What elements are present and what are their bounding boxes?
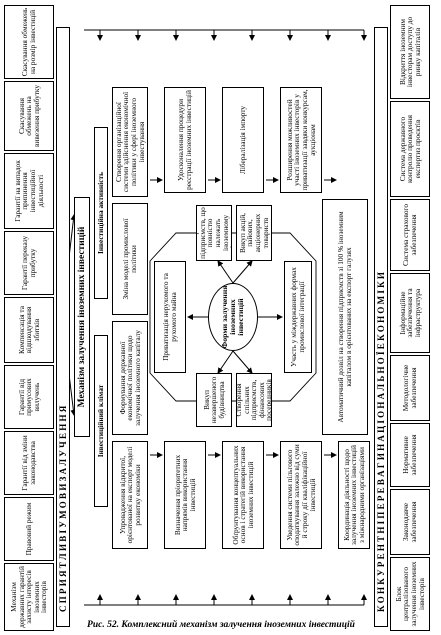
favorable-conditions-label: С П Р И Я Т Л И В І У М О В И З А Л У Ч … — [58, 405, 68, 612]
share-buyout-box: Викуп акцій, пайових, акціонерних товари… — [236, 205, 272, 261]
investment-activity-box: Інвестиційна активність — [94, 127, 108, 299]
privatization-participation-box: Розширення можливостей участі іноземних … — [280, 87, 322, 193]
unfinished-construction-box: Викуп незавершеного будівництва — [196, 373, 232, 427]
import-liberalization-box: Лібералізація імпорту — [222, 87, 264, 193]
guarantee-profit-export-box: Скасування обмежень на вивезення прибутк… — [4, 81, 54, 151]
figure-caption: Рис. 52. Комплексний механізм залучення … — [14, 620, 428, 633]
guarantee-termination-box: Гарантії на випадок припинення інвестиці… — [4, 153, 54, 229]
tax-incentives-box: Уведення системи пільгового оподаткуванн… — [280, 441, 322, 549]
guarantee-legal-regime-box: Правовий режим — [4, 497, 54, 561]
guarantee-compensation-box: Компенсація та відшкодування збитків — [4, 297, 54, 363]
measure-state-control-box: Система державного контролю проведення е… — [390, 101, 430, 197]
measure-capital-market-box: Відкриття іноземним інвесторам доступу д… — [390, 5, 430, 99]
privatization-box: Приватизація нерухомого та рухомого майн… — [154, 261, 186, 373]
competitive-advantages-band: К О Н К У Р Е Н Т Н І П Е Р Е В А Г И Н … — [374, 27, 388, 627]
forms-center-ellipse: Форми залучення іноземних інвестицій — [208, 283, 258, 351]
caption-prefix: Рис. 52. — [87, 620, 119, 630]
guarantee-profit-transfer-box: Гарантії переказу прибутку — [4, 231, 54, 295]
caption-text: Комплексний механізм залучення іноземних… — [121, 620, 355, 630]
measure-legislative-box: Законодавче забезпечення — [390, 489, 430, 555]
integration-box: Участь у міждержавних формах промислової… — [284, 261, 312, 373]
wholly-owned-box: Створення підприємств, що повністю належ… — [196, 205, 232, 261]
joint-ventures-box: Створення спільних підприємств, фінансов… — [236, 373, 272, 427]
industrial-policy-box: Зміна моделі промислової політики — [112, 203, 148, 315]
registration-procedure-box: Удосконалення процедури реєстрації інозе… — [164, 87, 206, 193]
guarantee-seizure-box: Гарантії від примусових вилучень — [4, 365, 54, 429]
measure-methodological-box: Методологічне забезпечення — [390, 355, 430, 421]
measure-normative-box: Нормативне забезпечення — [390, 423, 430, 487]
state-policy-box: Формування державної економічної політик… — [112, 321, 148, 435]
automatic-permit-box: Автоматичний дозвіл на створення підприє… — [322, 199, 368, 435]
competitive-advantages-label: К О Н К У Р Е Н Т Н І П Е Р Е В А Г И Н … — [376, 272, 386, 612]
guarantee-investment-size-box: Скасування обмежень на розмір інвестицій — [4, 5, 54, 79]
open-economy-model-box: Упровадження відкритої, орієнтованої на … — [112, 441, 148, 549]
measure-information-box: Інформаційне забезпечення та інфраструкт… — [390, 273, 430, 353]
priority-directions-box: Визначення пріоритетних напрямів викорис… — [164, 441, 206, 549]
organizational-system-box: Створення організаційної системи здійсне… — [112, 87, 148, 197]
coordination-box: Координація діяльності щодо залучення ін… — [338, 441, 370, 549]
guarantee-law-change-box: Гарантії від зміни законодавства — [4, 431, 54, 495]
measure-insurance-box: Система страхового забезпечення — [390, 199, 430, 271]
mechanism-title: Механізм залучення іноземних інвестицій — [77, 226, 87, 408]
investment-climate-box: Інвестиційний клімат — [94, 335, 108, 507]
favorable-conditions-band: С П Р И Я Т Л И В І У М О В И З А Л У Ч … — [56, 27, 70, 627]
conceptual-foundations-box: Обґрунтування концептуальних основ і стр… — [222, 441, 264, 549]
mechanism-title-box: Механізм залучення іноземних інвестицій — [74, 197, 90, 437]
